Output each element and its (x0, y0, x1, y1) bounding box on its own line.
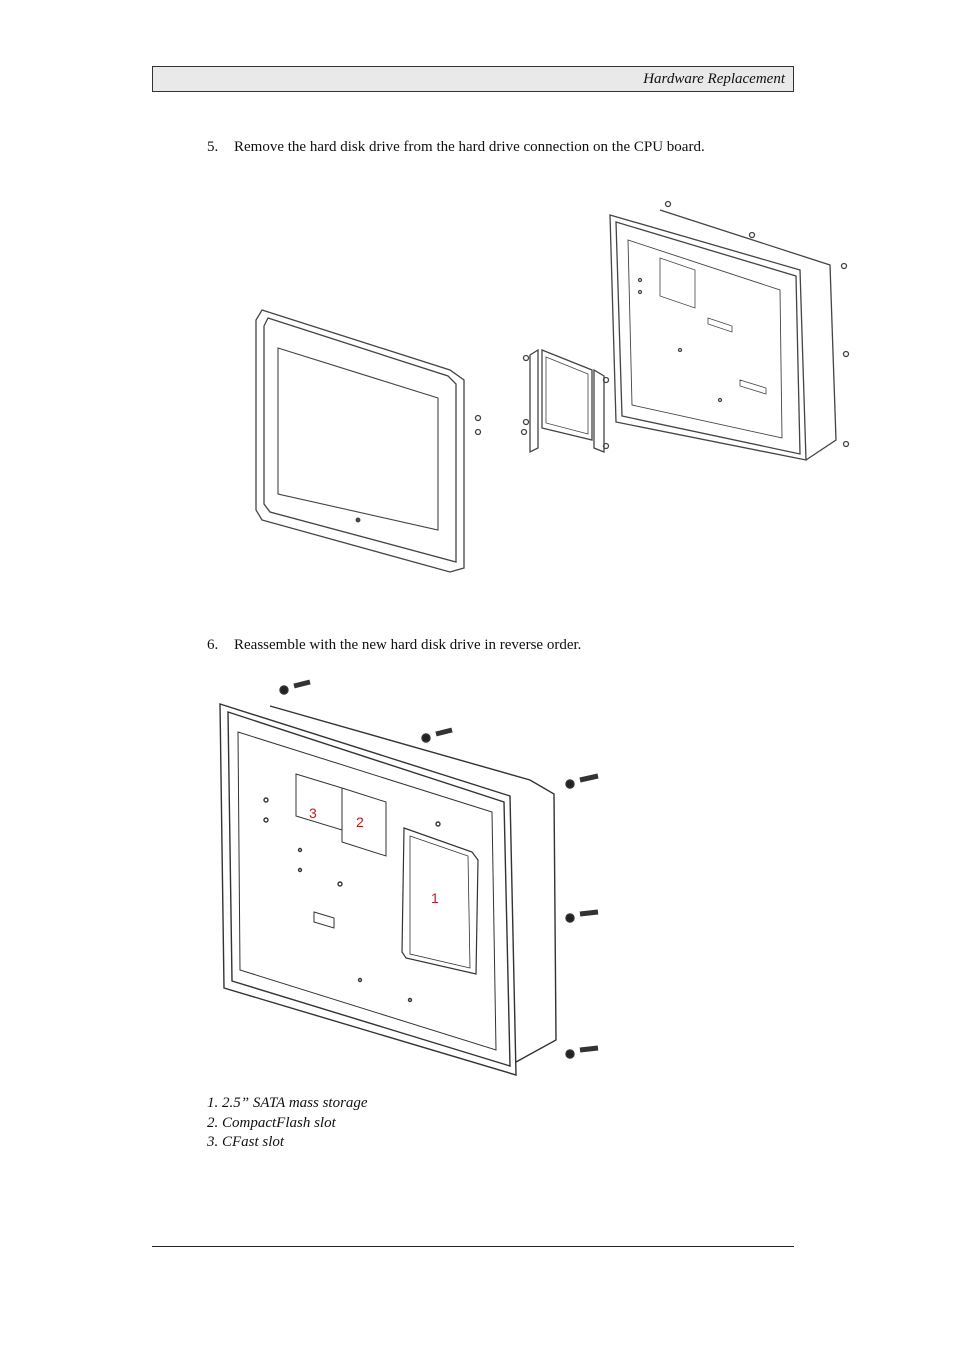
chassis-frame (219, 703, 517, 1076)
label-2: 2 (356, 814, 364, 830)
legend-item: 3. CFast slot (207, 1134, 285, 1150)
label-3: 3 (309, 805, 317, 821)
exploded-view-figure (255, 200, 850, 573)
hard-disk-drive (541, 349, 593, 441)
header-bar: Hardware Replacement (152, 66, 794, 92)
display-screen (277, 347, 439, 531)
figure-legend: 1. 2.5” SATA mass storage 2. CompactFlas… (207, 1094, 368, 1153)
header-title: Hardware Replacement (643, 71, 785, 87)
legend-item: 1. 2.5” SATA mass storage (207, 1095, 368, 1111)
legend-item: 2. CompactFlash slot (207, 1114, 336, 1131)
rear-chassis (609, 214, 807, 461)
step-number: 6. (207, 637, 219, 653)
step-text: Reassemble with the new hard disk drive … (234, 637, 582, 653)
front-panel (255, 309, 465, 573)
step-number: 5. (207, 139, 219, 155)
sata-mass-storage (401, 827, 479, 975)
step-text: Remove the hard disk drive from the hard… (234, 139, 705, 155)
hdd-bracket-left (529, 348, 539, 454)
hdd-bracket-right (593, 368, 605, 453)
compactflash-slot (341, 787, 387, 857)
assembly-figure: 3 2 1 (219, 679, 599, 1076)
label-1: 1 (431, 890, 439, 906)
footer-rule (152, 1246, 794, 1247)
cfast-slot (295, 773, 343, 831)
